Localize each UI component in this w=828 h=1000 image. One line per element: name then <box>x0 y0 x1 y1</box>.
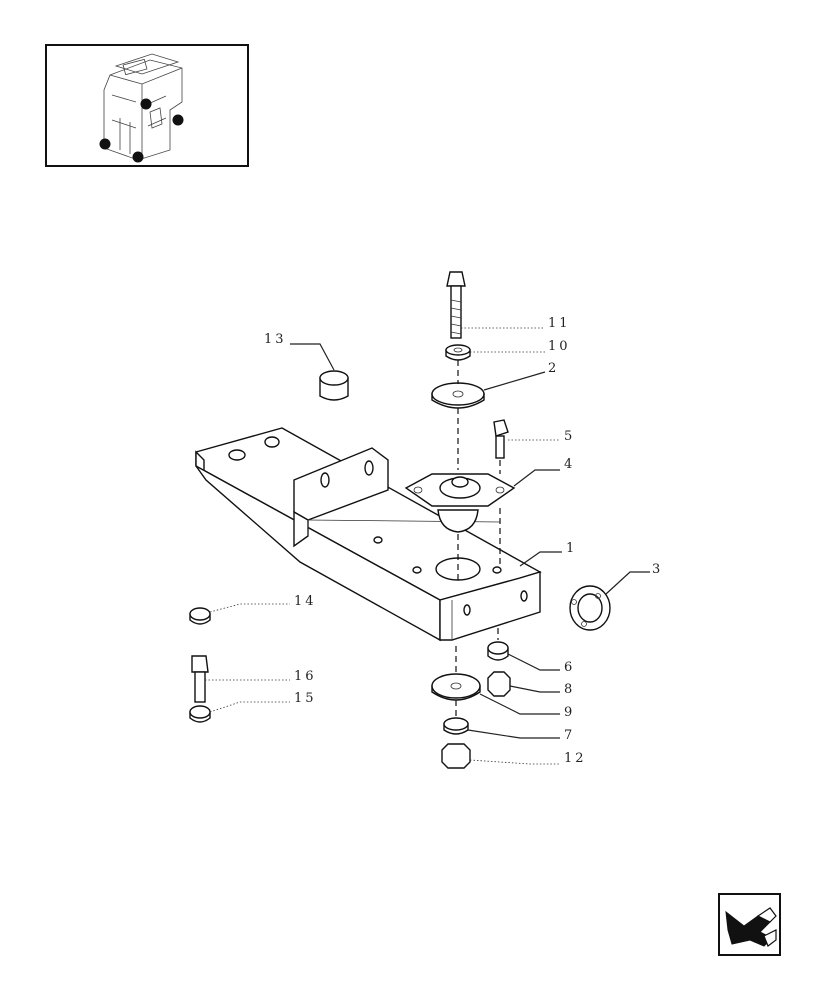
assembly-axes <box>455 360 501 716</box>
back-arrow-icon <box>725 907 777 947</box>
part-9-large-washer <box>431 673 481 701</box>
cab-location-thumbnail[interactable] <box>45 44 249 167</box>
callout-9: 9 <box>564 705 575 720</box>
location-dot <box>140 98 152 110</box>
location-dot <box>172 114 184 126</box>
part-11-bolt <box>446 271 466 339</box>
callout-6: 6 <box>564 660 575 675</box>
callout-12: 12 <box>564 751 587 766</box>
callout-8: 8 <box>564 682 575 697</box>
part-15-washer <box>189 705 211 723</box>
cab-location-icon <box>103 53 183 161</box>
callout-3: 3 <box>652 562 663 577</box>
callout-14: 14 <box>294 594 317 609</box>
callout-16: 16 <box>294 669 317 684</box>
part-14-washer <box>189 607 211 625</box>
part-1-bracket <box>195 427 542 642</box>
callout-2: 2 <box>548 361 559 376</box>
part-13-bushing <box>319 370 349 401</box>
callout-5: 5 <box>564 429 575 444</box>
part-7-washer <box>443 717 469 735</box>
callout-15: 15 <box>294 691 317 706</box>
part-5-bolt <box>493 419 509 459</box>
callout-13: 13 <box>264 332 287 347</box>
callout-10: 10 <box>548 339 571 354</box>
part-4-rubber-mount <box>404 473 516 533</box>
leader-lines <box>205 327 650 765</box>
callout-11: 11 <box>548 316 571 331</box>
part-2-large-washer <box>431 382 485 409</box>
part-16-bolt <box>191 655 209 703</box>
back-navigation-button[interactable] <box>718 893 781 956</box>
callout-4: 4 <box>564 457 575 472</box>
callout-1: 1 <box>566 541 577 556</box>
part-8-nut <box>487 671 511 697</box>
location-dot <box>99 138 111 150</box>
part-6-washer <box>487 641 509 661</box>
callout-labels: 1 2 3 4 5 6 7 8 9 10 11 12 13 14 15 16 <box>264 316 663 766</box>
location-dot <box>132 151 144 163</box>
part-12-nut <box>441 743 471 769</box>
part-10-washer <box>445 344 471 361</box>
callout-7: 7 <box>564 728 575 743</box>
part-3-flange-ring <box>569 585 611 631</box>
